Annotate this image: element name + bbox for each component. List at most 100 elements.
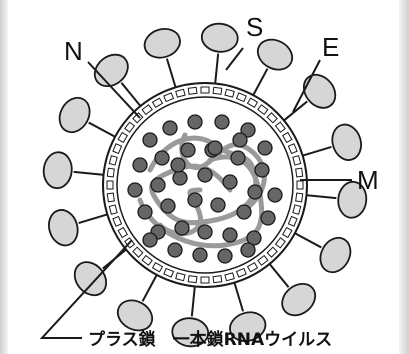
n-protein-dot [246,230,262,246]
n-protein-dot [187,114,203,130]
n-protein-dot [137,204,153,220]
spike-head [302,73,337,109]
spike-head [42,151,73,190]
e-protein [112,215,123,227]
spike-head [171,317,210,348]
e-protein [292,155,302,166]
e-protein [224,272,235,282]
spike-stem [78,212,110,225]
e-protein [274,237,286,249]
n-protein-dot [172,170,188,186]
scan-edge-left [0,0,8,354]
spike-head [116,299,154,332]
e-protein [292,204,302,215]
e-protein [296,180,304,190]
e-protein [112,143,123,155]
n-protein-dot [132,157,148,173]
spike-stem [304,193,337,200]
e-protein [163,92,175,103]
spike-stem [213,53,220,86]
n-protein-dot [207,140,223,156]
n-protein-dot [222,174,238,190]
spike-proteins-S [42,22,368,348]
scan-edge-right [399,0,409,354]
n-protein-dot [214,114,230,130]
leader-line-S [225,47,244,71]
n-protein-dot [257,140,273,156]
e-protein [132,246,144,258]
spike-stem [281,100,308,123]
n-protein-dot [240,242,256,258]
n-protein-dot [197,167,213,183]
e-protein [266,112,278,124]
spike-stem [190,284,197,317]
spike-stem [120,82,143,109]
label-S: S [246,12,263,42]
spike-head [73,261,108,297]
e-protein [117,226,129,239]
leader-line-E [292,59,321,113]
n-protein-dot [174,220,190,236]
e-protein [108,204,118,215]
e-protein [106,167,115,178]
e-protein [246,97,259,109]
e-protein [151,97,164,109]
label-N: N [64,36,83,66]
n-protein-dot [254,162,270,178]
n-protein-dot [154,150,170,166]
n-protein-dot [236,204,252,220]
e-protein [295,167,304,178]
n-protein-dot [240,122,256,138]
e-protein [141,104,153,116]
rna-strand-4 [157,187,203,237]
n-protein-dot [217,248,233,264]
n-protein-dot [170,157,186,173]
n-protein-dot [247,184,263,200]
e-protein [200,86,210,94]
e-protein [224,88,235,98]
e-protein [246,261,259,273]
n-protein-dot [142,232,158,248]
spike-head [319,236,352,274]
e-protein [108,155,118,166]
spike-stem [165,58,178,90]
nucleocapsid-proteins-N [127,114,283,264]
e-protein [287,143,298,155]
e-protein [106,192,115,203]
e-protein [212,86,223,95]
n-protein-dot [127,182,143,198]
caption-text: プラス鎖 一本鎖RNAウイルス [88,329,332,350]
e-protein [235,267,247,278]
e-protein [132,112,144,124]
spike-head [200,22,239,53]
n-protein-dot [267,187,283,203]
e-protein [187,275,198,284]
spike-head [143,28,181,59]
e-protein [257,254,269,266]
e-protein [141,254,153,266]
e-protein [200,276,210,284]
n-protein-dot [162,120,178,136]
spike-stem [232,280,245,312]
spike-head [58,96,91,134]
e-protein [124,121,136,133]
e-protein [295,192,304,203]
spike-stem [267,261,290,288]
spike-head [256,38,294,71]
n-protein-dot [230,150,246,166]
e-protein [266,246,278,258]
spike-stem [141,272,159,302]
label-E: E [322,32,339,62]
e-protein [151,261,164,273]
e-protein [281,131,293,144]
n-protein-dot [142,132,158,148]
spike-head [48,209,79,247]
n-protein-dot [210,197,226,213]
leader-line-caption [39,239,133,339]
spike-stem [88,121,118,139]
e-protein [274,121,286,133]
e-protein [117,131,129,144]
e-protein [106,180,114,190]
